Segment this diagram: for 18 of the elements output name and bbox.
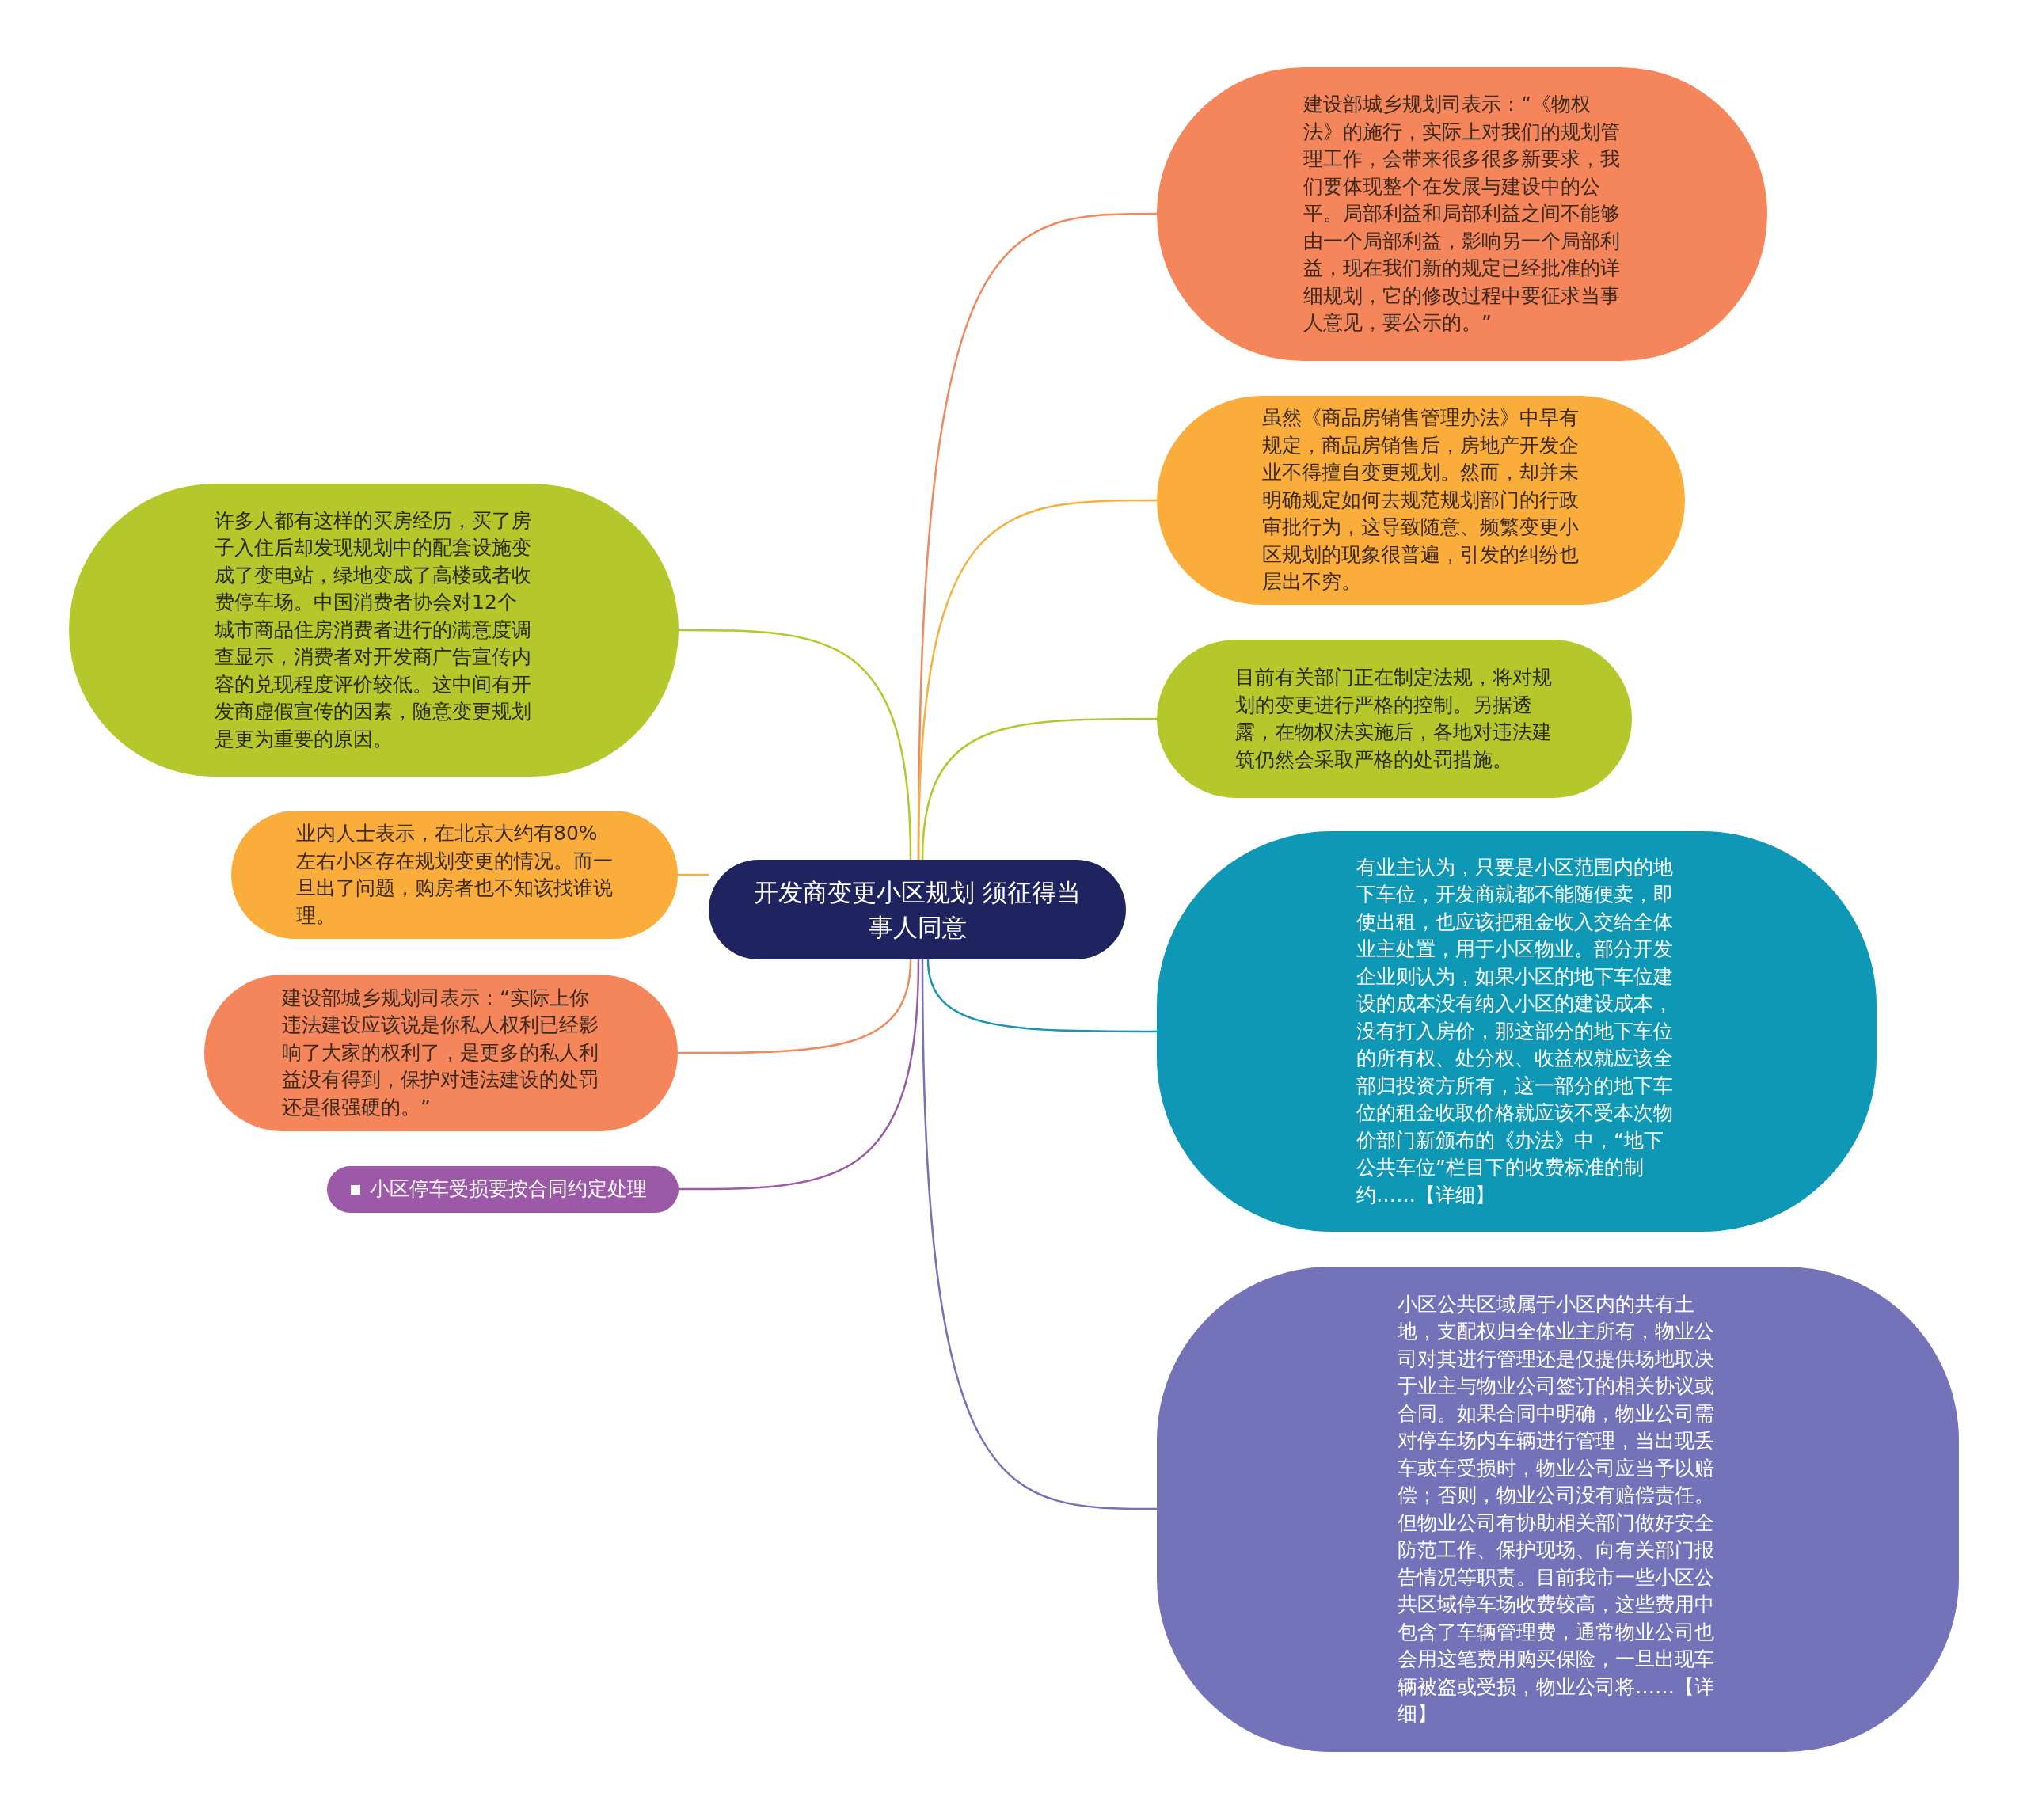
topic-text: 建设部城乡规划司表示：“实际上你违法建设应该说是你私人权利已经影响了大家的权利了，是更多的私人利益没有得到，保护对违法建设的处罚还是很强硬的。” (282, 985, 599, 1120)
connector-line (679, 629, 912, 861)
topic-text: 目前有关部门正在制定法规，将对规划的变更进行严格的控制。另据透露，在物权法实施后，各地对违法建筑仍然会采取严格的处罚措施。 (1235, 665, 1552, 773)
topic-text: 小区公共区域属于小区内的共有土地，支配权归全体业主所有，物业公司对其进行管理还是仅提供场地取决于业主与物业公司签订的相关协议或合同。如果合同中明确，物业公司需对停车场内车辆进行管理，当出现丢车或车受损时，物业公司应当予以赔偿；否则，物业公司没有赔偿责任。但物业公司有协助相关部门做好安全防范工作、保护现场、向有关部门报告情况等职责。目前我市一些小区公共区域停车场收费较高，这些费用中包含了车辆管理费，通常物业公司也会用这笔费用购买保险，一旦出现车辆被盗或受损，物业公司将……【详细】 (1398, 1291, 1714, 1727)
topic-text: 小区停车受损要按合同约定处理 (370, 1176, 647, 1203)
topic-text: 业内人士表示，在北京大约有80%左右小区存在规划变更的情况。而一旦出了问题，购房者也不知该找谁说理。 (296, 821, 613, 929)
topic-text: 许多人都有这样的买房经历，买了房子入住后却发现规划中的配套设施变成了变电站，绿地变成了高楼或者收费停车场。中国消费者协会对12个城市商品住房消费者进行的满意度调查显示，消费者对开发商广告宣传内容的兑现程度评价较低。这中间有开发商虚假宣传的因素，随意变更规划是更为重要的原因。 (215, 507, 531, 752)
topic-text: 有业主认为，只要是小区范围内的地下车位，开发商就都不能随便卖，即使出租，也应该把租金收入交给全体业主处置，用于小区物业。部分开发企业则认为，如果小区的地下车位建设的成本没有纳入小区的建设成本，没有打入房价，那这部分的地下车位的所有权、处分权、收益权就应该全部归投资方所有，这一部分的地下车位的租金收取价格就应该不受本次物价部门新颁布的《办法》中，“地下公共车位”栏目下的收费标准的制约……【详细】 (1356, 854, 1673, 1208)
connector-line (678, 873, 709, 876)
connector-line (679, 959, 920, 1191)
topic-text: 虽然《商品房销售管理办法》中早有规定，商品房销售后，房地产开发企业不得擅自变更规划。然而，却并未明确规定如何去规范规划部门的行政审批行为，这导致随意、频繁变更小区规划的现象很普遍，引发的纠纷也层出不穷。 (1262, 405, 1579, 595)
connector-line (921, 959, 1157, 1510)
connector-line (917, 499, 1157, 861)
connector-line (926, 959, 1157, 1033)
connector-line (921, 717, 1157, 861)
topic-text: 建设部城乡规划司表示：“《物权法》的施行，实际上对我们的规划管理工作，会带来很多很多新要求，我们要体现整个在发展与建设中的公平。局部利益和局部利益之间不能够由一个局部利益，影响另一个局部利益，现在我们新的规定已经批准的详细规划，它的修改过程中要征求当事人意见，要公示的。” (1303, 92, 1620, 336)
topic-title: 开发商变更小区规划 须征得当事人同意 (753, 877, 1082, 943)
connector-line (678, 959, 912, 1054)
